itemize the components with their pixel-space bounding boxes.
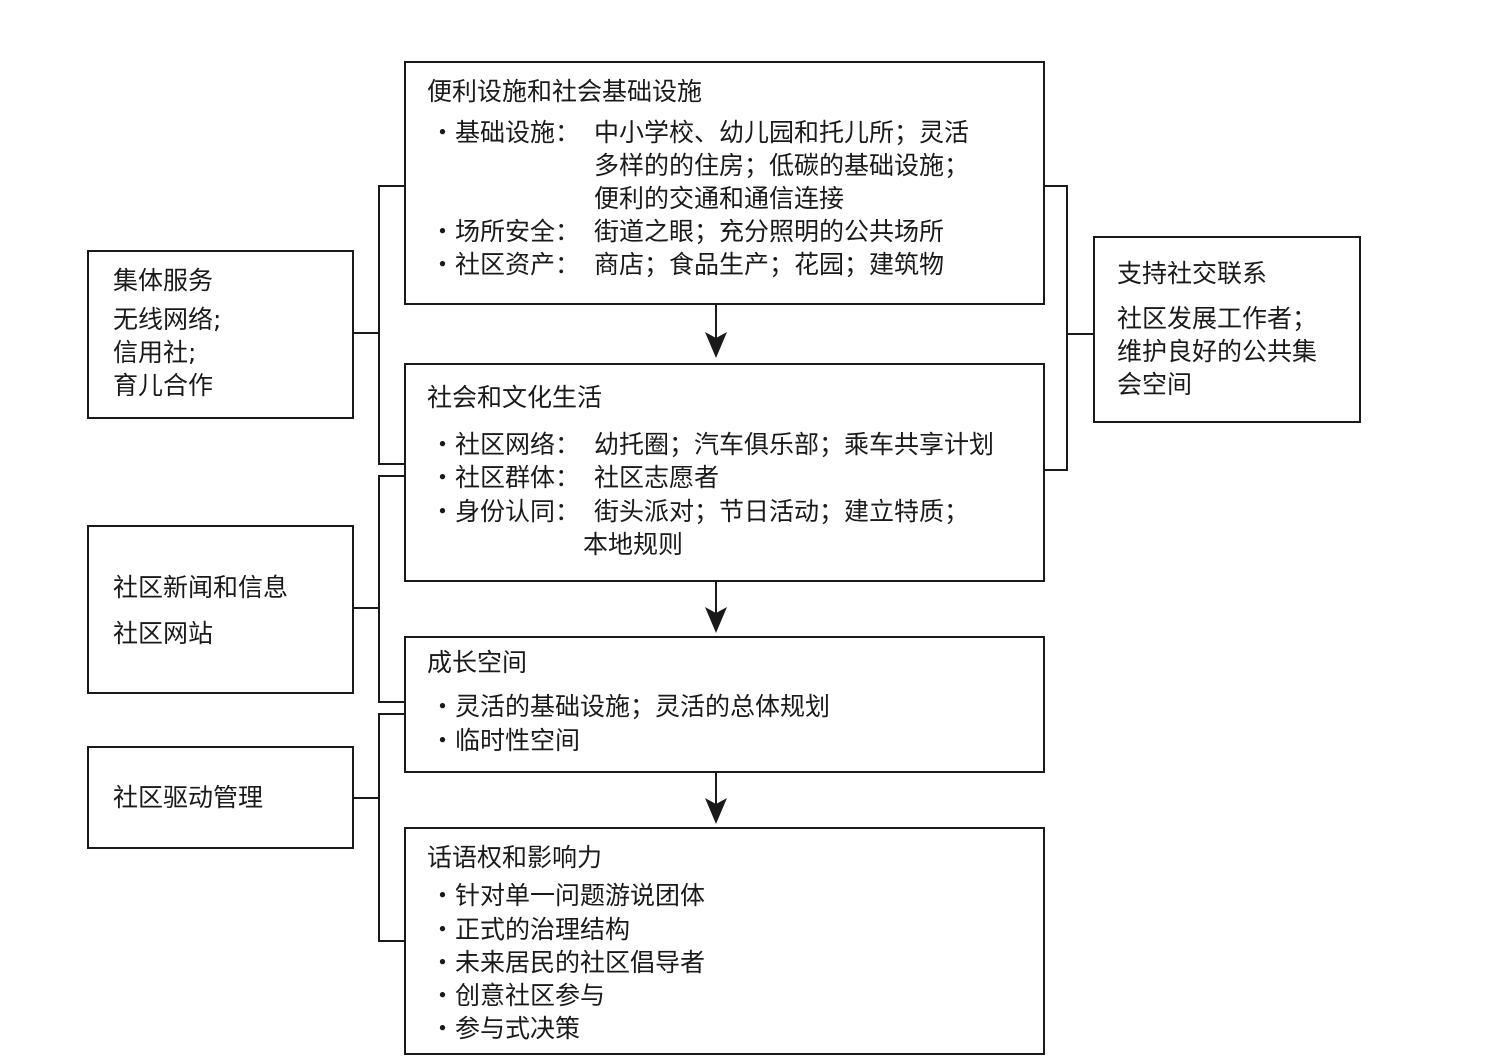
voice-bullet-3: ・未来居民的社区倡导者 <box>430 948 706 977</box>
collective-box <box>87 250 354 419</box>
support-line-1: 社区发展工作者； <box>1117 304 1318 333</box>
growth-bullet-2: ・临时性空间 <box>430 726 581 755</box>
governance-bracket <box>378 713 404 942</box>
voice-box <box>404 827 1045 1055</box>
growth-bullet-1: ・灵活的基础设施；灵活的总体规划 <box>430 692 831 721</box>
arrow-3-head <box>705 798 727 824</box>
facilities-bullet-1-line-2: 多样的的住房；低碳的基础设施； <box>594 151 970 180</box>
social-box <box>404 363 1045 582</box>
social-bullet-3-line-2: 本地规则 <box>583 530 684 559</box>
voice-bullet-2: ・正式的治理结构 <box>430 915 631 944</box>
facilities-bullet-1-label: ・基础设施： <box>430 118 581 147</box>
facilities-title: 便利设施和社会基础设施 <box>427 77 703 106</box>
social-bullet-2-label: ・社区群体： <box>430 463 581 492</box>
voice-title: 话语权和影响力 <box>427 843 603 872</box>
governance-title: 社区驱动管理 <box>113 783 264 812</box>
support-line-2: 维护良好的公共集 <box>1117 337 1318 366</box>
social-bullet-3-label: ・身份认同： <box>430 497 581 526</box>
social-bullet-2-text: 社区志愿者 <box>594 463 720 492</box>
support-line-3: 会空间 <box>1117 370 1193 399</box>
support-box <box>1093 236 1361 423</box>
growth-box <box>404 636 1045 773</box>
facilities-bullet-1-line-1: 中小学校、幼儿园和托儿所；灵活 <box>594 118 970 147</box>
support-title: 支持社交联系 <box>1117 259 1268 288</box>
collective-line-2: 信用社; <box>113 338 197 367</box>
social-bullet-1-text: 幼托圈；汽车俱乐部；乘车共享计划 <box>594 430 995 459</box>
news-line-1: 社区网站 <box>113 619 214 648</box>
collective-line-1: 无线网络; <box>113 305 222 334</box>
facilities-box <box>404 61 1045 305</box>
arrow-2-head <box>705 607 727 633</box>
news-title: 社区新闻和信息 <box>113 573 289 602</box>
facilities-bullet-2-label: ・场所安全： <box>430 217 581 246</box>
social-title: 社会和文化生活 <box>427 383 603 412</box>
voice-bullet-4: ・创意社区参与 <box>430 981 606 1010</box>
news-bracket <box>378 475 404 703</box>
collective-bracket <box>378 185 404 465</box>
support-bracket <box>1044 185 1068 471</box>
facilities-bullet-3-text: 商店；食品生产；花园；建筑物 <box>594 250 945 279</box>
facilities-bullet-1-line-3: 便利的交通和通信连接 <box>594 184 845 213</box>
arrow-1-head <box>705 332 727 358</box>
voice-bullet-5: ・参与式决策 <box>430 1014 581 1043</box>
facilities-bullet-2-text: 街道之眼；充分照明的公共场所 <box>594 217 945 246</box>
collective-title: 集体服务 <box>113 266 214 295</box>
social-bullet-1-label: ・社区网络： <box>430 430 581 459</box>
growth-title: 成长空间 <box>427 648 528 677</box>
social-bullet-3-line-1: 街头派对；节日活动；建立特质； <box>594 497 970 526</box>
governance-box <box>87 746 354 849</box>
facilities-bullet-3-label: ・社区资产： <box>430 250 581 279</box>
collective-line-3: 育儿合作 <box>113 371 214 400</box>
voice-bullet-1: ・针对单一问题游说团体 <box>430 881 706 910</box>
news-box <box>87 525 354 694</box>
